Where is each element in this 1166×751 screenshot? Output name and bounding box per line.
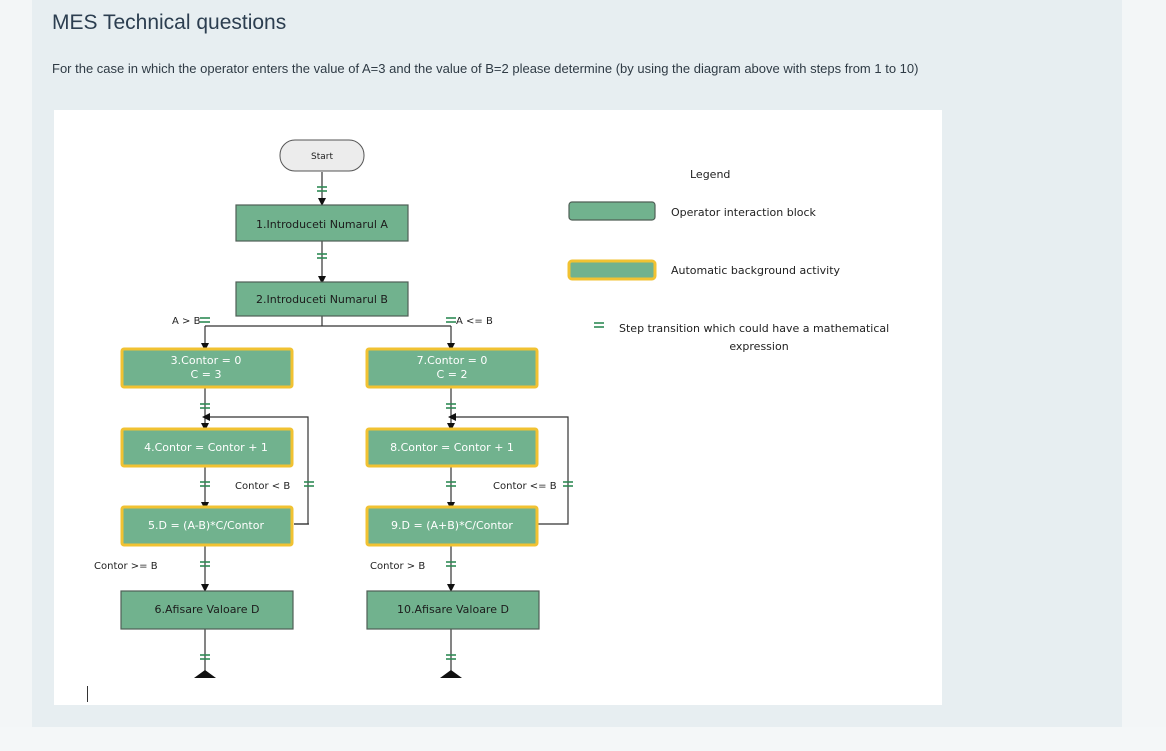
step-6-block <box>120 590 294 630</box>
step-7-line1: 7.Contor = 0 <box>417 354 488 367</box>
legend-automatic-label: Automatic background activity <box>671 264 841 277</box>
loop-condition-right: Contor <= B <box>493 481 557 492</box>
legend-operator-label: Operator interaction block <box>671 206 817 219</box>
end-marker-left <box>194 670 216 678</box>
step-2-label: 2.Introduceti Numarul B <box>256 293 388 306</box>
page-footer-strip <box>0 727 1166 751</box>
step-3-block <box>120 347 294 389</box>
step-8-block <box>365 427 539 468</box>
step-6-label: 6.Afisare Valoare D <box>155 603 260 616</box>
step-9-label: 9.D = (A+B)*C/Contor <box>391 519 513 532</box>
step-10-block <box>366 590 540 630</box>
legend-operator-swatch <box>568 201 656 221</box>
question-text: For the case in which the operator enter… <box>52 61 919 76</box>
start-node <box>279 139 365 172</box>
step-3-line1: 3.Contor = 0 <box>171 354 242 367</box>
legend-automatic-swatch <box>567 259 657 281</box>
flowchart-image: Start 1.Introduceti Numarul A 2.Introduc… <box>54 110 942 705</box>
step-3-line2: C = 3 <box>191 368 222 381</box>
start-label: Start <box>311 152 333 162</box>
page-title: MES Technical questions <box>52 11 287 34</box>
step-1-label: 1.Introduceti Numarul A <box>256 218 388 231</box>
end-marker-right <box>440 670 462 678</box>
step-5-label: 5.D = (A-B)*C/Contor <box>148 519 264 532</box>
condition-left: A > B <box>172 316 201 327</box>
transition-marks <box>200 186 604 660</box>
text-cursor <box>87 686 88 702</box>
step-5-block <box>120 505 294 547</box>
flowchart-svg: Start 1.Introduceti Numarul A 2.Introduc… <box>94 139 889 678</box>
legend-transition-line2: expression <box>729 340 788 353</box>
condition-right: A <= B <box>456 316 493 327</box>
exit-condition-right: Contor > B <box>370 561 425 572</box>
step-7-block <box>365 347 539 389</box>
legend-transition-line1: Step transition which could have a mathe… <box>619 322 889 335</box>
legend-title: Legend <box>690 168 730 181</box>
step-4-label: 4.Contor = Contor + 1 <box>144 441 268 454</box>
exit-condition-left: Contor >= B <box>94 561 158 572</box>
step-1-block <box>235 204 409 242</box>
step-9-block <box>365 505 539 547</box>
step-10-label: 10.Afisare Valoare D <box>397 603 509 616</box>
step-8-label: 8.Contor = Contor + 1 <box>390 441 514 454</box>
step-4-block <box>120 427 294 468</box>
step-7-line2: C = 2 <box>437 368 468 381</box>
step-2-block <box>235 281 409 317</box>
loop-condition-left: Contor < B <box>235 481 290 492</box>
